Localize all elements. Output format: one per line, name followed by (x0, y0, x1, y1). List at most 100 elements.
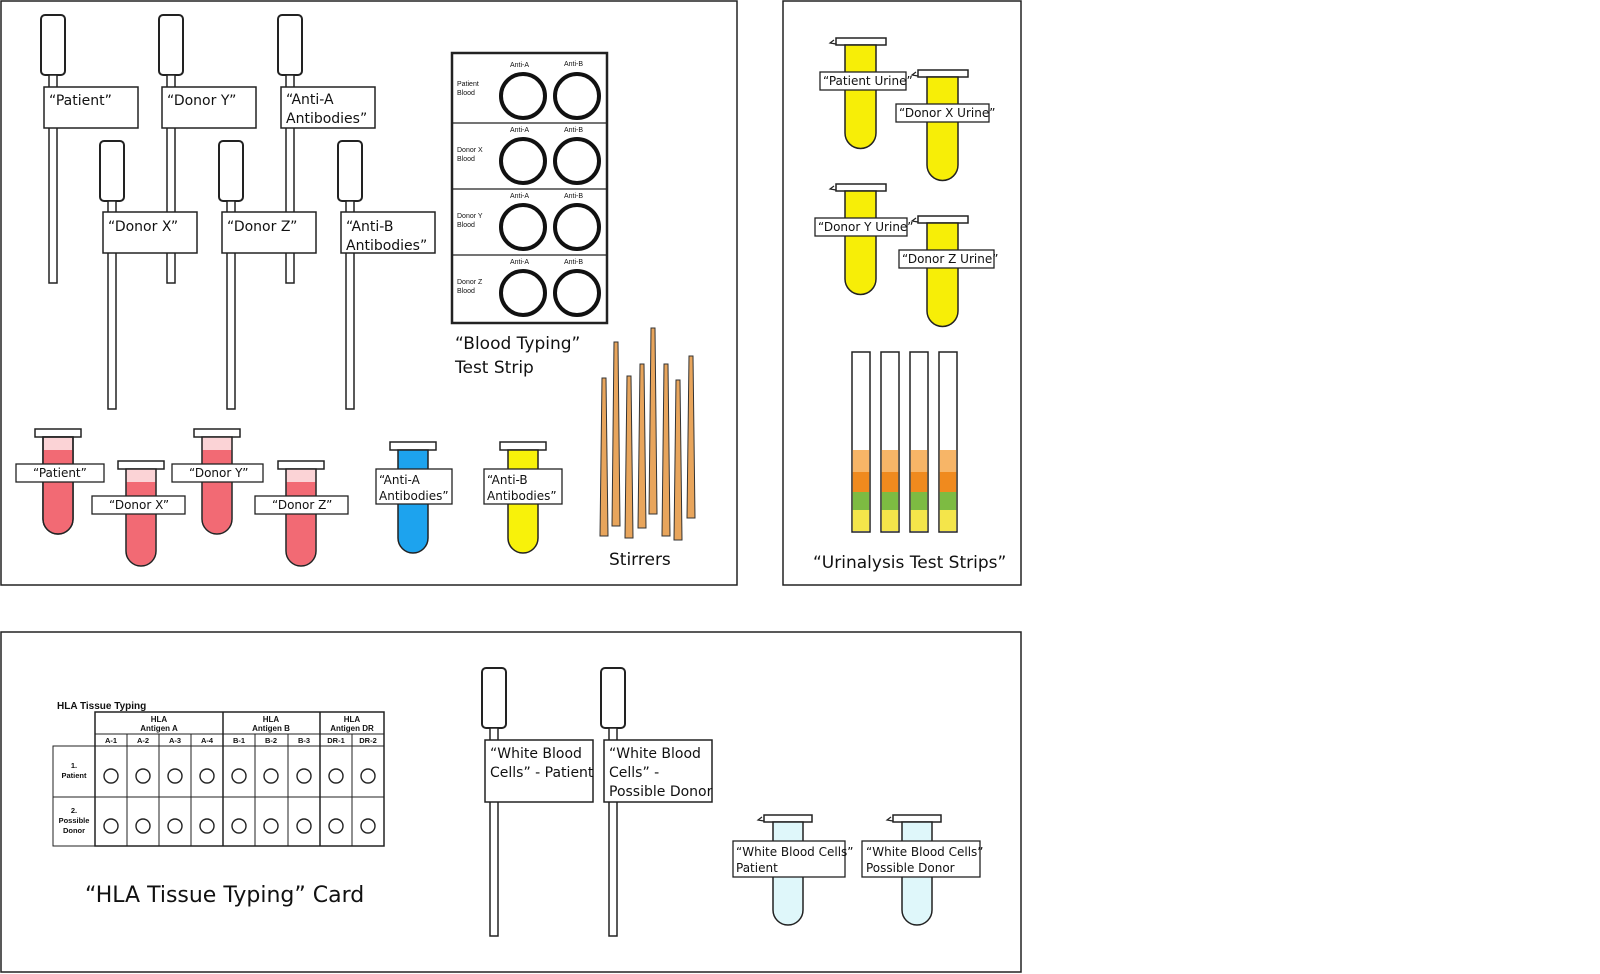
blood-typing-test-strip: Anti-A Anti-B Patient Blood Anti-A Anti-… (450, 51, 609, 325)
pipette-label-donor-y: “Donor Y” (167, 93, 236, 109)
wbc-pipette-label-donor-1: “White Blood (609, 746, 701, 762)
urine-label-donor-x: “Donor X Urine” (899, 106, 995, 120)
hla-col-header: A-3 (169, 736, 181, 745)
hla-group-a-line2: Antigen A (140, 724, 178, 733)
hla-well (199, 818, 215, 834)
strip-anti-b-label: Anti-B (564, 127, 583, 134)
tube-wbc-patient: “White Blood Cells” Patient (732, 814, 854, 926)
hla-col-header: A-1 (105, 736, 117, 745)
pipette-wbc-donor: “White Blood Cells” - Possible Donor (600, 667, 713, 937)
test-well (553, 269, 601, 317)
strip-row-label: Blood (457, 288, 475, 295)
urine-tube-donor-y: “Donor Y Urine” (814, 183, 914, 296)
pipette-label-anti-b-1: “Anti-B (346, 219, 393, 235)
urine-tube-patient: “Patient Urine” (819, 37, 913, 150)
strip-anti-a-label: Anti-A (510, 127, 529, 134)
hla-well (167, 818, 183, 834)
urine-label-patient: “Patient Urine” (823, 74, 913, 88)
pipette-anti-b: “Anti-B Antibodies” (337, 140, 436, 410)
tube-label-donor-y: “Donor Y” (189, 466, 248, 480)
urinalysis-strip (909, 351, 929, 533)
test-well (499, 269, 547, 317)
tube-donor-x: “Donor X” (91, 460, 186, 567)
urinalysis-strip (851, 351, 871, 533)
hla-well (167, 768, 183, 784)
test-well (499, 203, 547, 251)
stirrer (648, 327, 658, 515)
wbc-pipette-label-donor-2: Cells” - (609, 765, 659, 781)
hla-well (199, 768, 215, 784)
hla-col-header: DR-2 (359, 736, 377, 745)
hla-col-header: A-4 (201, 736, 214, 745)
strip-row-label: Donor Y (457, 213, 483, 220)
hla-well (231, 768, 247, 784)
strip-row-label: Blood (457, 222, 475, 229)
hla-group-a-line1: HLA (151, 715, 168, 724)
wbc-pipette-label-patient-1: “White Blood (490, 746, 582, 762)
pipette-donor-z: “Donor Z” (218, 140, 317, 410)
test-well (553, 137, 601, 185)
pipette-label-anti-a-1: “Anti-A (286, 92, 334, 108)
tube-label-patient: “Patient” (33, 466, 87, 480)
tube-patient: “Patient” (15, 428, 105, 535)
tube-anti-b: “Anti-B Antibodies” (483, 441, 563, 554)
pipette-donor-y: “Donor Y” (158, 14, 257, 284)
blood-typing-panel (0, 0, 738, 586)
strip-row-label: Donor Z (457, 279, 483, 286)
hla-well (263, 768, 279, 784)
urinalysis-caption: “Urinalysis Test Strips” (813, 553, 1006, 573)
strip-row-label: Donor X (457, 147, 483, 154)
blood-strip-caption-2: Test Strip (454, 358, 534, 378)
hla-row-header: Patient (61, 771, 87, 780)
tube-label-donor-x: “Donor X” (109, 498, 169, 512)
hla-card-title: HLA Tissue Typing (57, 701, 146, 712)
hla-well (296, 818, 312, 834)
strip-anti-a-label: Anti-A (510, 193, 529, 200)
strip-anti-b-label: Anti-B (564, 61, 583, 68)
hla-well (135, 818, 151, 834)
strip-anti-a-label: Anti-A (510, 62, 529, 69)
tube-donor-y: “Donor Y” (171, 428, 264, 535)
hla-card-caption: “HLA Tissue Typing” Card (85, 883, 364, 908)
strip-anti-a-label: Anti-A (510, 259, 529, 266)
wbc-pipette-label-patient-2: Cells” - Patient (490, 765, 594, 781)
hla-panel (0, 631, 1022, 973)
test-well (499, 72, 547, 120)
strip-row-label: Patient (457, 81, 479, 88)
test-well (553, 72, 601, 120)
hla-col-header: B-2 (265, 736, 277, 745)
tube-label-donor-z: “Donor Z” (272, 498, 332, 512)
hla-well (360, 818, 376, 834)
pipette-patient: “Patient” (40, 14, 139, 284)
strip-anti-b-label: Anti-B (564, 193, 583, 200)
hla-well (135, 768, 151, 784)
urine-label-donor-y: “Donor Y Urine” (818, 220, 914, 234)
hla-col-header: DR-1 (327, 736, 345, 745)
blood-strip-caption-1: “Blood Typing” (455, 334, 580, 354)
urinalysis-test-strips (851, 351, 958, 533)
urine-label-donor-z: “Donor Z Urine” (902, 252, 998, 266)
pipette-donor-x: “Donor X” (99, 140, 198, 410)
hla-row-header: Possible (59, 816, 90, 825)
hla-group-dr-line1: HLA (344, 715, 361, 724)
tube-donor-z: “Donor Z” (254, 460, 349, 567)
hla-well (328, 768, 344, 784)
pipette-label-donor-x: “Donor X” (108, 219, 178, 235)
hla-group-dr-line2: Antigen DR (330, 724, 374, 733)
stirrer (673, 379, 683, 541)
tube-label-anti-a-2: Antibodies” (379, 489, 449, 503)
pipette-label-donor-z: “Donor Z” (227, 219, 297, 235)
hla-row-header: 2. (71, 806, 77, 815)
urinalysis-strip (880, 351, 900, 533)
hla-group-b-line1: HLA (263, 715, 280, 724)
hla-well (263, 818, 279, 834)
tube-label-anti-b-1: “Anti-B (487, 473, 528, 487)
stirrers-label: Stirrers (609, 550, 671, 570)
hla-well (103, 768, 119, 784)
test-well (499, 137, 547, 185)
hla-col-header: A-2 (137, 736, 149, 745)
wbc-tube-label-patient-1: “White Blood Cells” (736, 845, 854, 859)
stirrer (611, 341, 621, 527)
strip-anti-b-label: Anti-B (564, 259, 583, 266)
